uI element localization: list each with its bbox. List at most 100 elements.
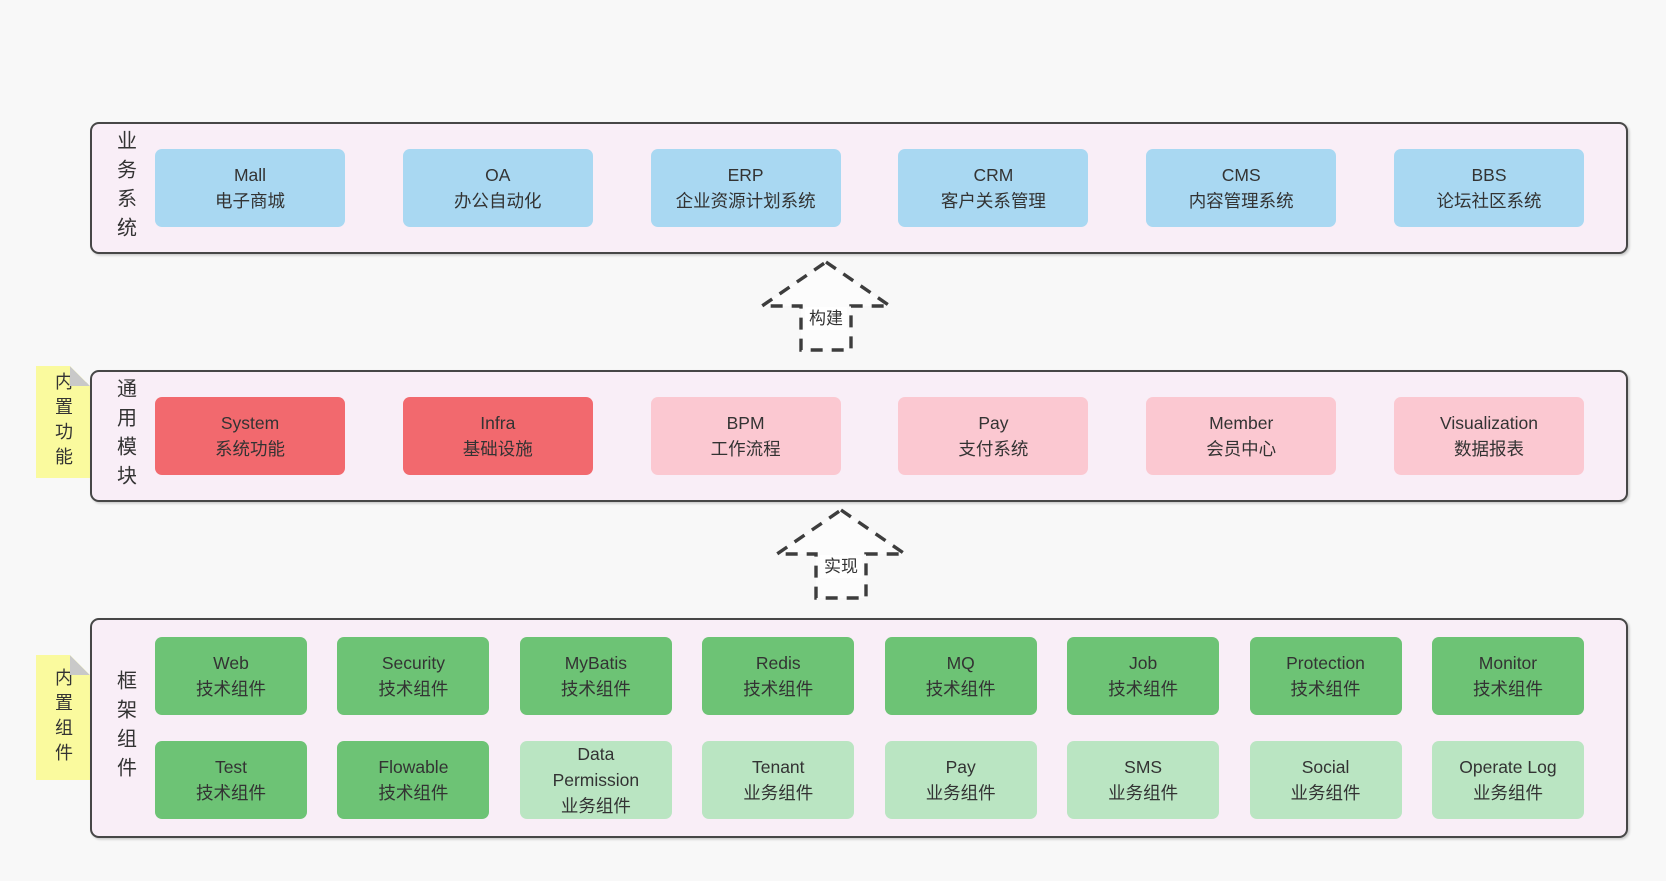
box-test: Test 技术组件 <box>155 741 307 819</box>
box-subtitle: 技术组件 <box>1472 679 1543 699</box>
box-title: MQ <box>946 652 975 673</box>
box-title: Pay <box>978 412 1009 433</box>
layer-label: 通用模块 <box>113 378 136 494</box>
box-subtitle: 业务组件 <box>1290 783 1361 803</box>
box-infra: Infra 基础设施 <box>402 397 593 475</box>
arrow-label: 实现 <box>820 555 862 578</box>
box-mall: Mall 电子商城 <box>155 149 345 227</box>
box-job: Job 技术组件 <box>1067 637 1220 715</box>
box-web: Web 技术组件 <box>155 637 307 715</box>
box-subtitle: 客户关系管理 <box>940 191 1046 211</box>
box-title: Job <box>1129 652 1158 673</box>
arrow-build: 构建 <box>756 258 896 354</box>
box-subtitle: 业务组件 <box>560 796 631 817</box>
box-title: BPM <box>726 412 765 433</box>
up-arrow-icon <box>756 259 896 352</box>
box-pay: Pay 支付系统 <box>898 397 1089 475</box>
box-title: Web <box>213 652 249 673</box>
box-title: SMS <box>1124 756 1163 777</box>
box-subtitle: 技术组件 <box>1290 679 1361 699</box>
box-subtitle: 办公自动化 <box>454 191 542 211</box>
box-title: Flowable <box>378 756 449 777</box>
layer-framework-components: 框架组件 Web 技术组件 Security 技术组件 MyBatis 技术组件 Redis… <box>90 618 1628 838</box>
box-title: Operate Log <box>1459 756 1557 777</box>
box-subtitle: 业务组件 <box>1108 783 1179 803</box>
box-tenant: Tenant 业务组件 <box>702 741 855 819</box>
box-title: ERP <box>727 164 764 185</box>
box-title: Mall <box>233 164 267 185</box>
box-title: System <box>220 412 280 433</box>
arrow-label-wrap: 实现 <box>771 552 911 578</box>
sticky-note-built-in-components: 内置组件 <box>36 655 90 780</box>
box-subtitle: 支付系统 <box>958 439 1029 459</box>
box-title: BBS <box>1471 164 1507 185</box>
up-arrow-icon <box>771 507 911 600</box>
box-subtitle: 技术组件 <box>196 783 266 803</box>
box-subtitle: 会员中心 <box>1206 439 1277 459</box>
arrow-label: 构建 <box>805 307 847 330</box>
box-title: Data Permission <box>552 743 640 790</box>
box-subtitle: 业务组件 <box>925 783 996 803</box>
box-member: Member 会员中心 <box>1146 397 1337 475</box>
layer-label-column: 框架组件 <box>105 620 145 836</box>
box-subtitle: 技术组件 <box>378 679 449 699</box>
box-title: CMS <box>1221 164 1261 185</box>
box-title: MyBatis <box>564 652 627 673</box>
box-subtitle: 系统功能 <box>215 439 285 459</box>
box-subtitle: 技术组件 <box>1108 679 1179 699</box>
box-subtitle: 技术组件 <box>925 679 996 699</box>
box-subtitle: 业务组件 <box>743 783 814 803</box>
box-security: Security 技术组件 <box>337 637 490 715</box>
layer-label: 框架组件 <box>113 670 136 786</box>
box-mq: MQ 技术组件 <box>884 637 1037 715</box>
box-subtitle: 技术组件 <box>560 679 631 699</box>
box-title: CRM <box>973 164 1014 185</box>
box-subtitle: 基础设施 <box>462 439 533 459</box>
box-title: Pay <box>945 756 976 777</box>
sticky-note-built-in-features: 内置功能 <box>36 366 90 478</box>
box-title: Test <box>214 756 248 777</box>
sticky-note-label: 内置组件 <box>53 667 73 768</box>
box-subtitle: 业务组件 <box>1472 783 1543 803</box>
box-bbs: BBS 论坛社区系统 <box>1393 149 1584 227</box>
box-title: Infra <box>480 412 516 433</box>
box-protection: Protection 技术组件 <box>1249 637 1402 715</box>
box-title: Social <box>1301 756 1350 777</box>
box-sms: SMS 业务组件 <box>1067 741 1220 819</box>
layer-label: 业务系统 <box>113 130 136 246</box>
box-operate-log: Operate Log 业务组件 <box>1431 741 1584 819</box>
box-subtitle: 技术组件 <box>196 679 266 699</box>
box-title: Security <box>381 652 446 673</box>
box-system: System 系统功能 <box>155 397 345 475</box>
arrow-implement: 实现 <box>771 506 911 602</box>
box-title: Tenant <box>751 756 805 777</box>
box-subtitle: 论坛社区系统 <box>1436 191 1542 211</box>
layer-label-column: 通用模块 <box>105 372 145 500</box>
box-subtitle: 电子商城 <box>215 191 285 211</box>
box-monitor: Monitor 技术组件 <box>1431 637 1584 715</box>
box-title: Member <box>1209 412 1274 433</box>
box-data-permission: Data Permission 业务组件 <box>519 741 672 819</box>
layer-label-column: 业务系统 <box>105 124 145 252</box>
box-social: Social 业务组件 <box>1249 741 1402 819</box>
box-title: Protection <box>1286 652 1365 673</box>
box-pay: Pay 业务组件 <box>884 741 1037 819</box>
box-title: Monitor <box>1478 652 1538 673</box>
box-mybatis: MyBatis 技术组件 <box>519 637 672 715</box>
box-title: Redis <box>755 652 801 673</box>
box-title: Visualization <box>1440 412 1538 433</box>
